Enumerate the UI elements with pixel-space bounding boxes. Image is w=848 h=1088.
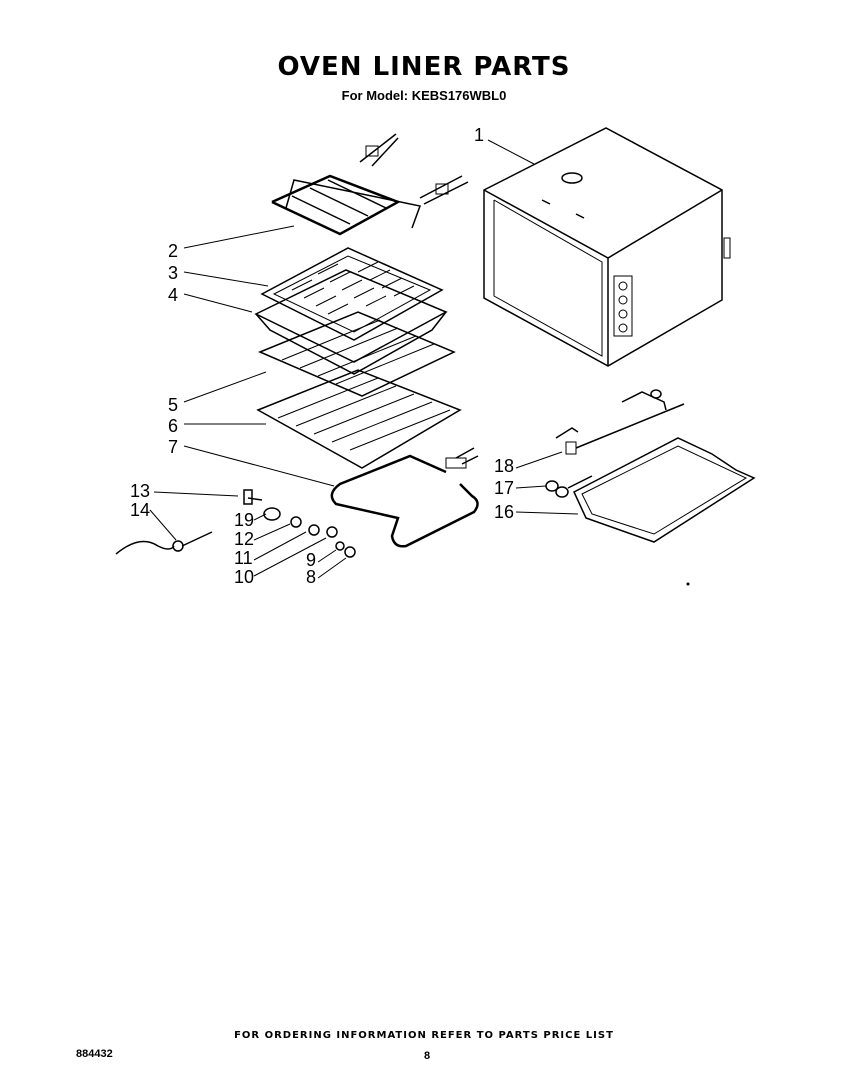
broil-element-icon	[271, 133, 469, 236]
bake-element-icon	[330, 447, 479, 548]
callout-11: 11	[234, 548, 253, 568]
document-number: 884432	[76, 1048, 113, 1060]
model-subtitle: For Model: KEBS176WBL0	[341, 88, 507, 103]
callout-18: 18	[494, 456, 514, 476]
broiler-pan-icon	[254, 269, 448, 375]
callout-13: 13	[130, 481, 150, 501]
insulator-icon	[263, 507, 281, 521]
washer-icon	[326, 526, 345, 551]
callout-2: 2	[168, 241, 178, 261]
oven-rack-icon	[256, 369, 462, 469]
leader-lines	[149, 139, 579, 579]
callout-17: 17	[494, 478, 514, 498]
page-number: 8	[424, 1050, 431, 1062]
page-title: OVEN LINER PARTS	[277, 52, 571, 82]
callout-10: 10	[234, 567, 254, 587]
ordering-note: FOR ORDERING INFORMATION REFER TO PARTS …	[234, 1030, 614, 1041]
callout-19: 19	[234, 510, 254, 530]
bracket-icon	[243, 489, 263, 505]
callout-3: 3	[168, 263, 178, 283]
nut-icon	[290, 516, 356, 558]
callout-9: 9	[306, 550, 316, 570]
callout-7: 7	[168, 437, 178, 457]
callout-14: 14	[130, 500, 150, 520]
callout-5: 5	[168, 395, 178, 415]
callout-6: 6	[168, 416, 178, 436]
callout-12: 12	[234, 529, 254, 549]
callout-4: 4	[168, 285, 178, 305]
oven-rack-icon	[258, 311, 456, 397]
callout-1: 1	[474, 125, 484, 145]
callout-labels: 1 2 3 4 5 6 7 8 9 10 11 12 13 14 16 17 1…	[130, 125, 514, 587]
sensor-icon	[115, 531, 213, 555]
oven-liner-box-icon	[483, 127, 731, 367]
callout-16: 16	[494, 502, 514, 522]
gasket-icon	[573, 437, 756, 543]
broiler-pan-insert-icon	[260, 247, 444, 341]
clip-icon	[545, 475, 593, 498]
bracket-icon	[555, 389, 685, 455]
callout-8: 8	[306, 567, 316, 587]
